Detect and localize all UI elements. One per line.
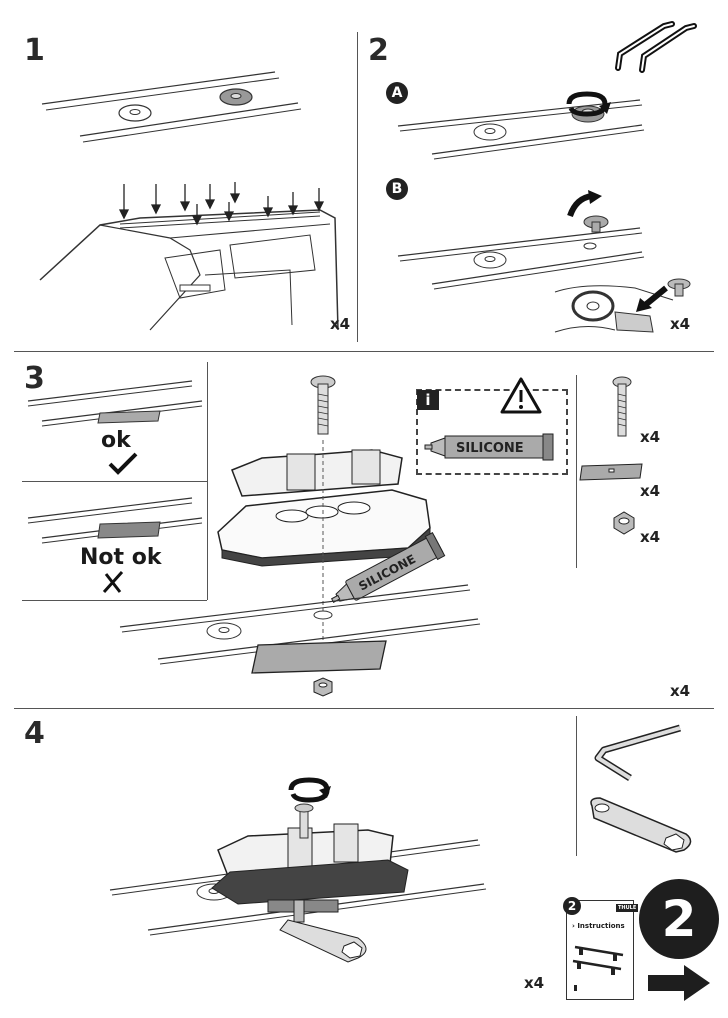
screw-icon-main — [310, 375, 336, 435]
step2a-rails — [397, 99, 645, 160]
divider-mid — [14, 708, 714, 709]
car-interior-illustration — [554, 285, 674, 333]
info-icon: i — [417, 390, 439, 410]
not-ok-label: Not ok — [80, 545, 162, 570]
step-2-number: 2 — [368, 33, 389, 68]
nut-icon — [613, 511, 635, 535]
info-warning-box — [416, 389, 568, 475]
booklet-page-mark — [574, 985, 577, 991]
screw-icon — [612, 376, 632, 437]
dash-guide — [322, 440, 324, 670]
step3-rails — [119, 584, 481, 674]
divider-4-right — [576, 716, 577, 856]
plate-icon — [579, 463, 643, 481]
store-arrow-icon — [636, 285, 668, 312]
step-3-number: 3 — [24, 361, 45, 396]
parts-screw-qty: x4 — [640, 428, 661, 446]
instructions-booklet[interactable]: 2 THULE › Instructions — [563, 897, 639, 1000]
step-1-qty: x4 — [330, 315, 351, 333]
silicone-tube-icon: SILICONE — [330, 532, 446, 603]
divider-3-left — [207, 362, 208, 600]
sub-step-b-badge: B — [386, 178, 408, 200]
step-4-qty: x4 — [524, 974, 545, 992]
silicone-tube-icon-box: SILICONE — [424, 433, 554, 461]
booklet-title: › Instructions — [572, 922, 625, 930]
warning-icon — [500, 377, 542, 414]
ok-label: ok — [101, 428, 131, 453]
lift-arrow-icon — [567, 190, 602, 218]
bolt-small-icon — [667, 278, 691, 297]
step1-rails — [41, 71, 302, 143]
step-1-number: 1 — [24, 33, 45, 68]
step4-assembly — [109, 803, 487, 963]
parts-nut-qty: x4 — [640, 528, 661, 546]
next-step-number: 2 — [639, 879, 719, 959]
nut-icon-main — [313, 677, 333, 697]
silicone-box-label: SILICONE — [456, 441, 524, 456]
spanner-icon — [590, 797, 692, 853]
rotate-arrow-icon-step4 — [288, 777, 331, 803]
foot-clamp-assembly — [217, 449, 431, 567]
ok-example — [27, 380, 203, 427]
step-2-qty: x4 — [670, 315, 691, 333]
sub-step-a-badge: A — [386, 82, 408, 104]
divider-3-right — [576, 375, 577, 568]
booklet-step-badge: 2 — [563, 897, 581, 915]
step2b-rails — [397, 215, 645, 290]
not-ok-example — [27, 497, 203, 544]
step-4-number: 4 — [24, 716, 45, 751]
rotate-arrow-icon — [566, 91, 611, 117]
step-3-qty: x4 — [670, 682, 691, 700]
roof-bars-icon — [615, 21, 697, 73]
allen-key-icon — [594, 724, 681, 781]
divider-top — [14, 351, 714, 352]
next-arrow-icon[interactable] — [648, 963, 712, 1003]
check-icon — [108, 452, 138, 475]
divider-3-bottom-left — [22, 600, 207, 601]
parts-plate-qty: x4 — [640, 482, 661, 500]
cross-icon — [102, 570, 124, 594]
divider-3-ok — [22, 481, 207, 482]
down-arrows — [118, 182, 325, 226]
booklet-roof-bar-icon — [572, 945, 624, 975]
booklet-brand: THULE — [616, 904, 639, 912]
divider-1-2 — [357, 32, 358, 342]
